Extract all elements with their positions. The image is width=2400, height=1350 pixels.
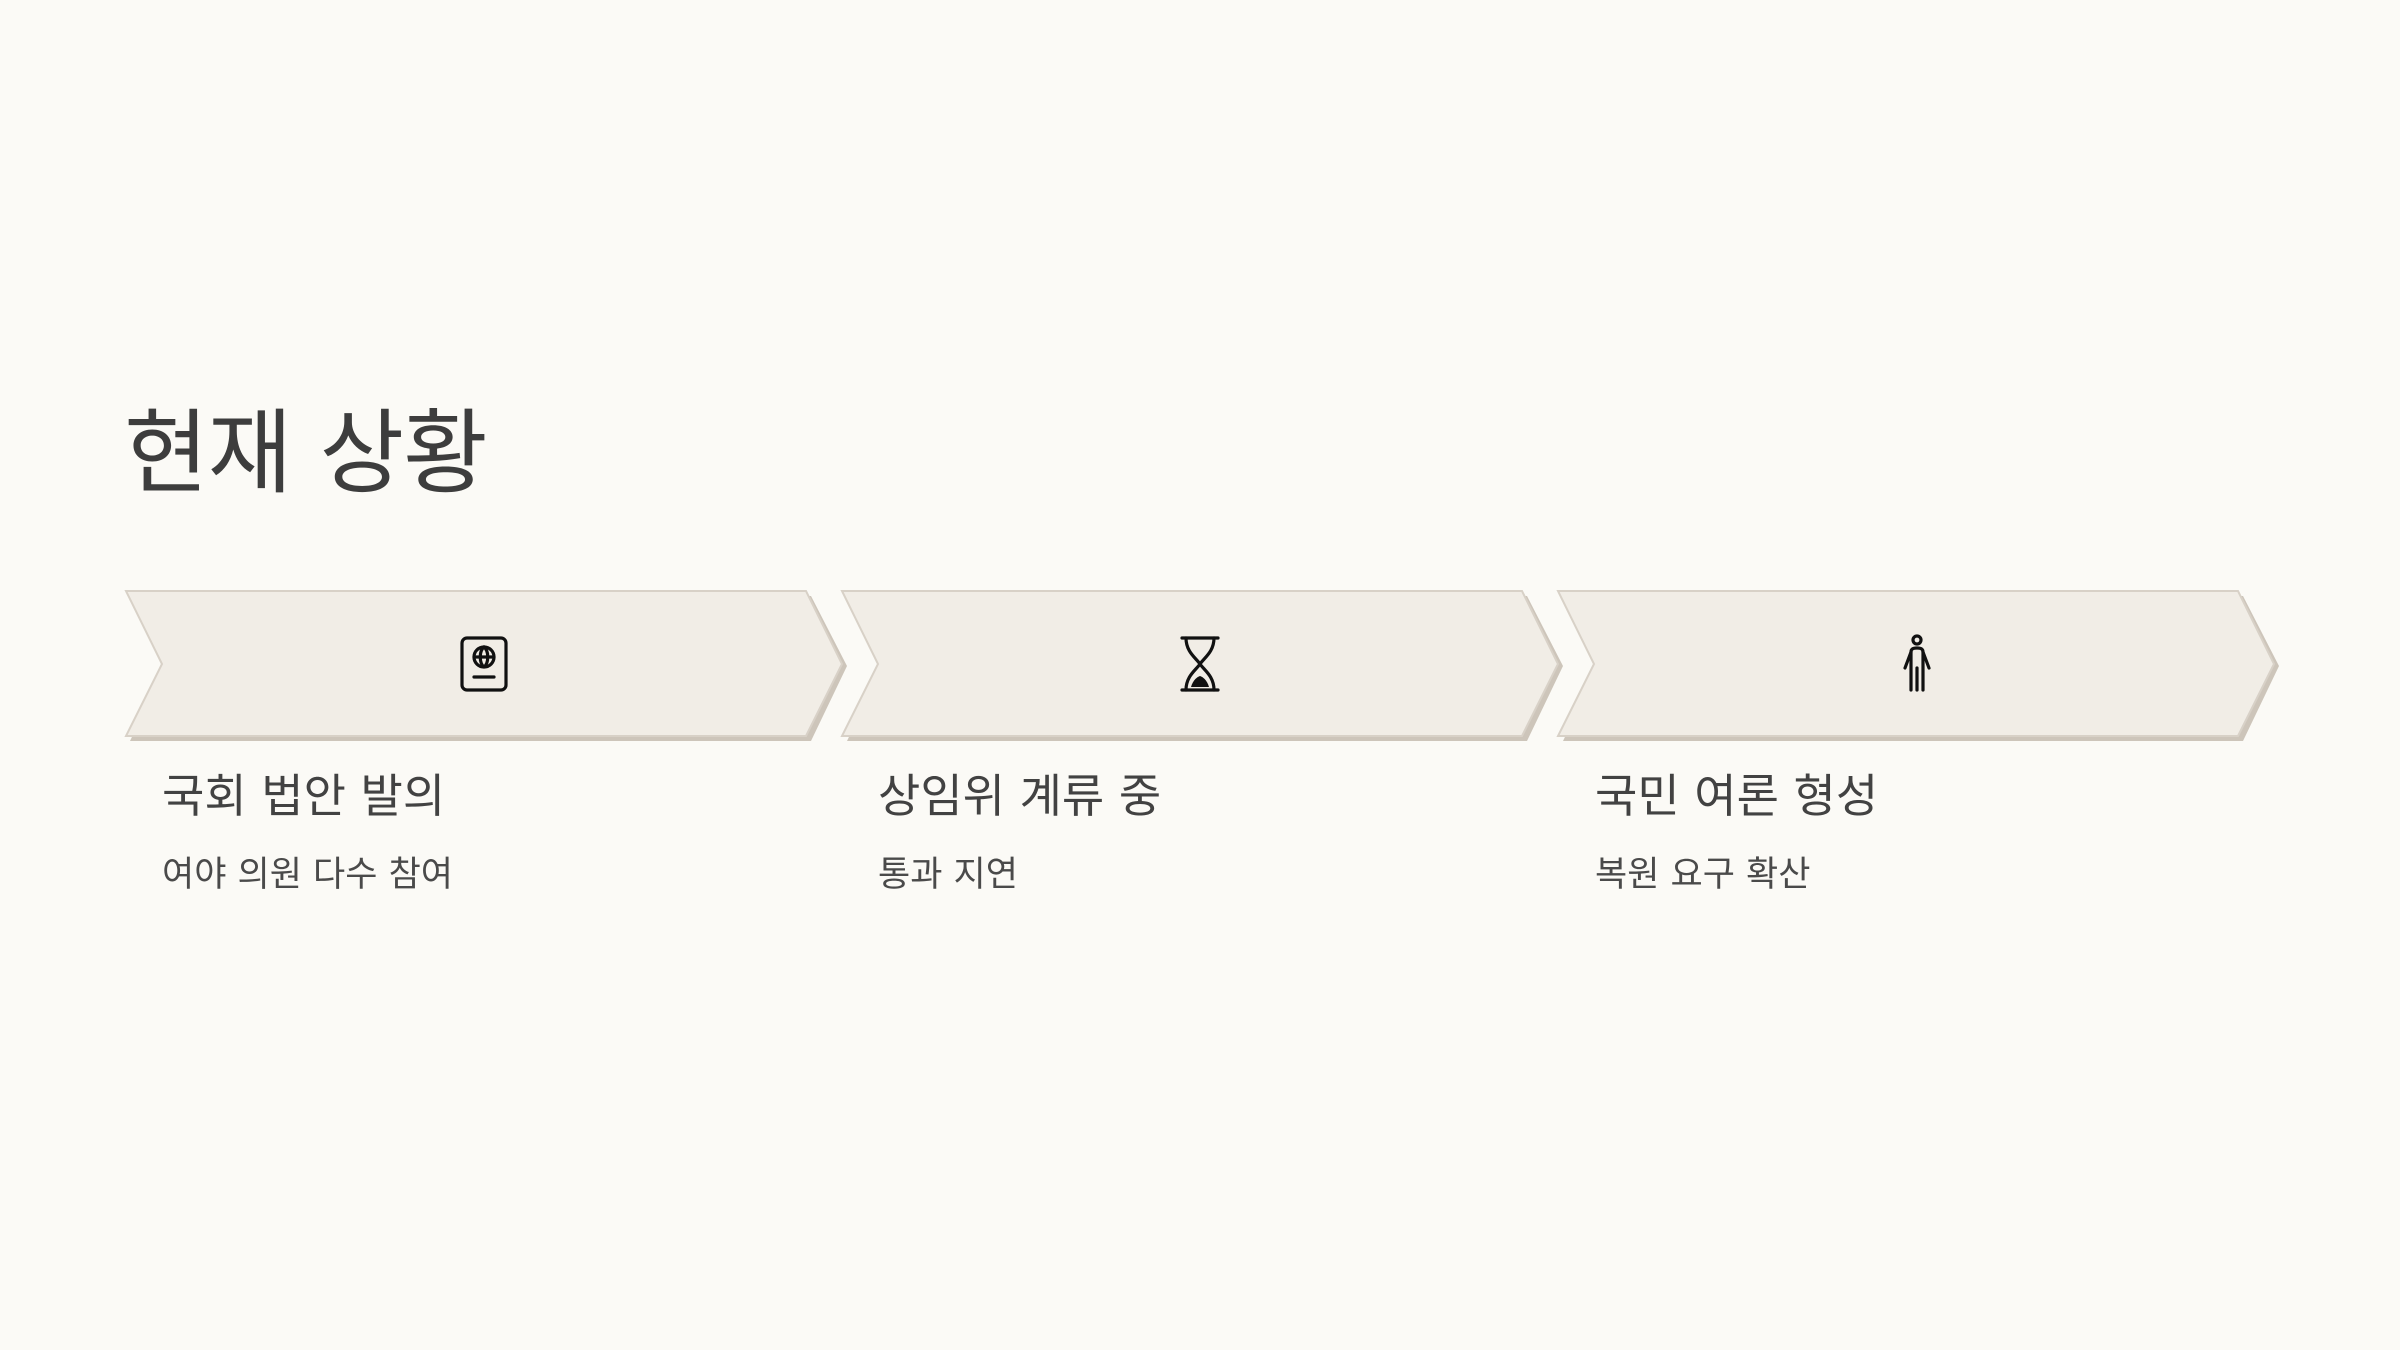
step-1-label: 국회 법안 발의 — [162, 769, 446, 823]
person-standing-icon — [1883, 630, 1951, 698]
slide-title: 현재 상황 — [124, 400, 488, 507]
passport-icon — [450, 630, 518, 698]
step-3-description: 복원 요구 확산 — [1595, 855, 1811, 895]
step-2-label: 상임위 계류 중 — [878, 769, 1162, 823]
step-1-description: 여야 의원 다수 참여 — [162, 855, 453, 895]
step-2-description: 통과 지연 — [878, 855, 1018, 895]
hourglass-icon — [1166, 630, 1234, 698]
step-3-label: 국민 여론 형성 — [1595, 769, 1879, 823]
